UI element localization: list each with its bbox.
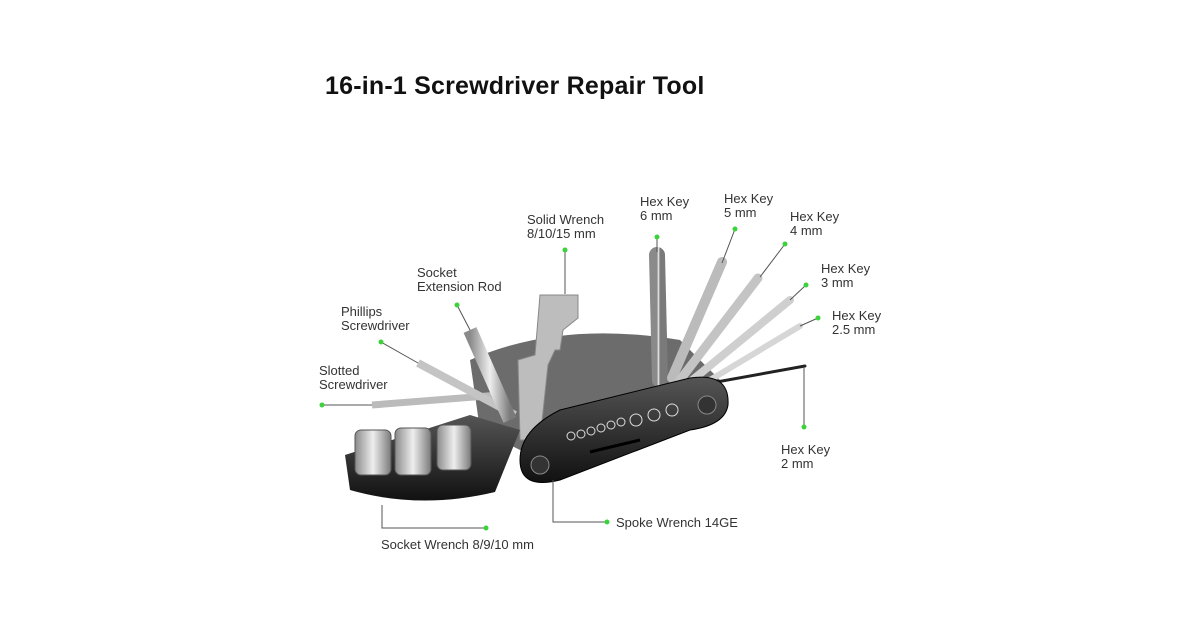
label-line: 5 mm bbox=[724, 205, 757, 220]
label-line: Hex Key bbox=[821, 261, 871, 276]
label-spoke-wrench: Spoke Wrench 14GE bbox=[616, 515, 738, 530]
label-line: Hex Key bbox=[724, 191, 774, 206]
pivot-bolt bbox=[530, 455, 550, 475]
label-line: 3 mm bbox=[821, 275, 854, 290]
label-line: Hex Key bbox=[790, 209, 840, 224]
label-line: Hex Key bbox=[781, 442, 831, 457]
hex-key-5 bbox=[667, 257, 727, 383]
label-dots bbox=[319, 226, 821, 531]
hex-key-6 bbox=[649, 247, 668, 388]
label-line: Solid Wrench bbox=[527, 212, 605, 227]
label-line: Hex Key bbox=[832, 308, 882, 323]
page-title: 16-in-1 Screwdriver Repair Tool bbox=[325, 72, 705, 100]
pivot-bolt bbox=[697, 395, 717, 415]
leader-lines bbox=[322, 228, 819, 529]
socket-holder bbox=[345, 415, 520, 501]
label-line: 4 mm bbox=[790, 223, 823, 238]
solid-wrench bbox=[517, 294, 579, 441]
label-line: 6 mm bbox=[640, 208, 673, 223]
label-line: 8/10/15 mm bbox=[527, 226, 596, 241]
size-markings bbox=[566, 403, 679, 441]
socket-extension-rod bbox=[463, 327, 517, 423]
hex-keys bbox=[649, 247, 807, 389]
hex-key-2-5 bbox=[697, 323, 803, 389]
hex-key-3 bbox=[686, 296, 794, 386]
tool-body bbox=[519, 376, 729, 483]
label-line: Slotted bbox=[319, 363, 360, 378]
label-line: Socket bbox=[417, 265, 457, 280]
label-line: Hex Key bbox=[640, 194, 690, 209]
label-line: Screwdriver bbox=[341, 318, 410, 333]
label-line: 2.5 mm bbox=[832, 322, 876, 337]
hex-key-4 bbox=[675, 273, 763, 385]
label-line: Screwdriver bbox=[319, 377, 388, 392]
sockets bbox=[354, 424, 472, 476]
label-line: Extension Rod bbox=[417, 279, 502, 294]
label-socket-wrench: Socket Wrench 8/9/10 mm bbox=[381, 537, 534, 552]
label-line: 2 mm bbox=[781, 456, 814, 471]
label-line: Phillips bbox=[341, 304, 383, 319]
